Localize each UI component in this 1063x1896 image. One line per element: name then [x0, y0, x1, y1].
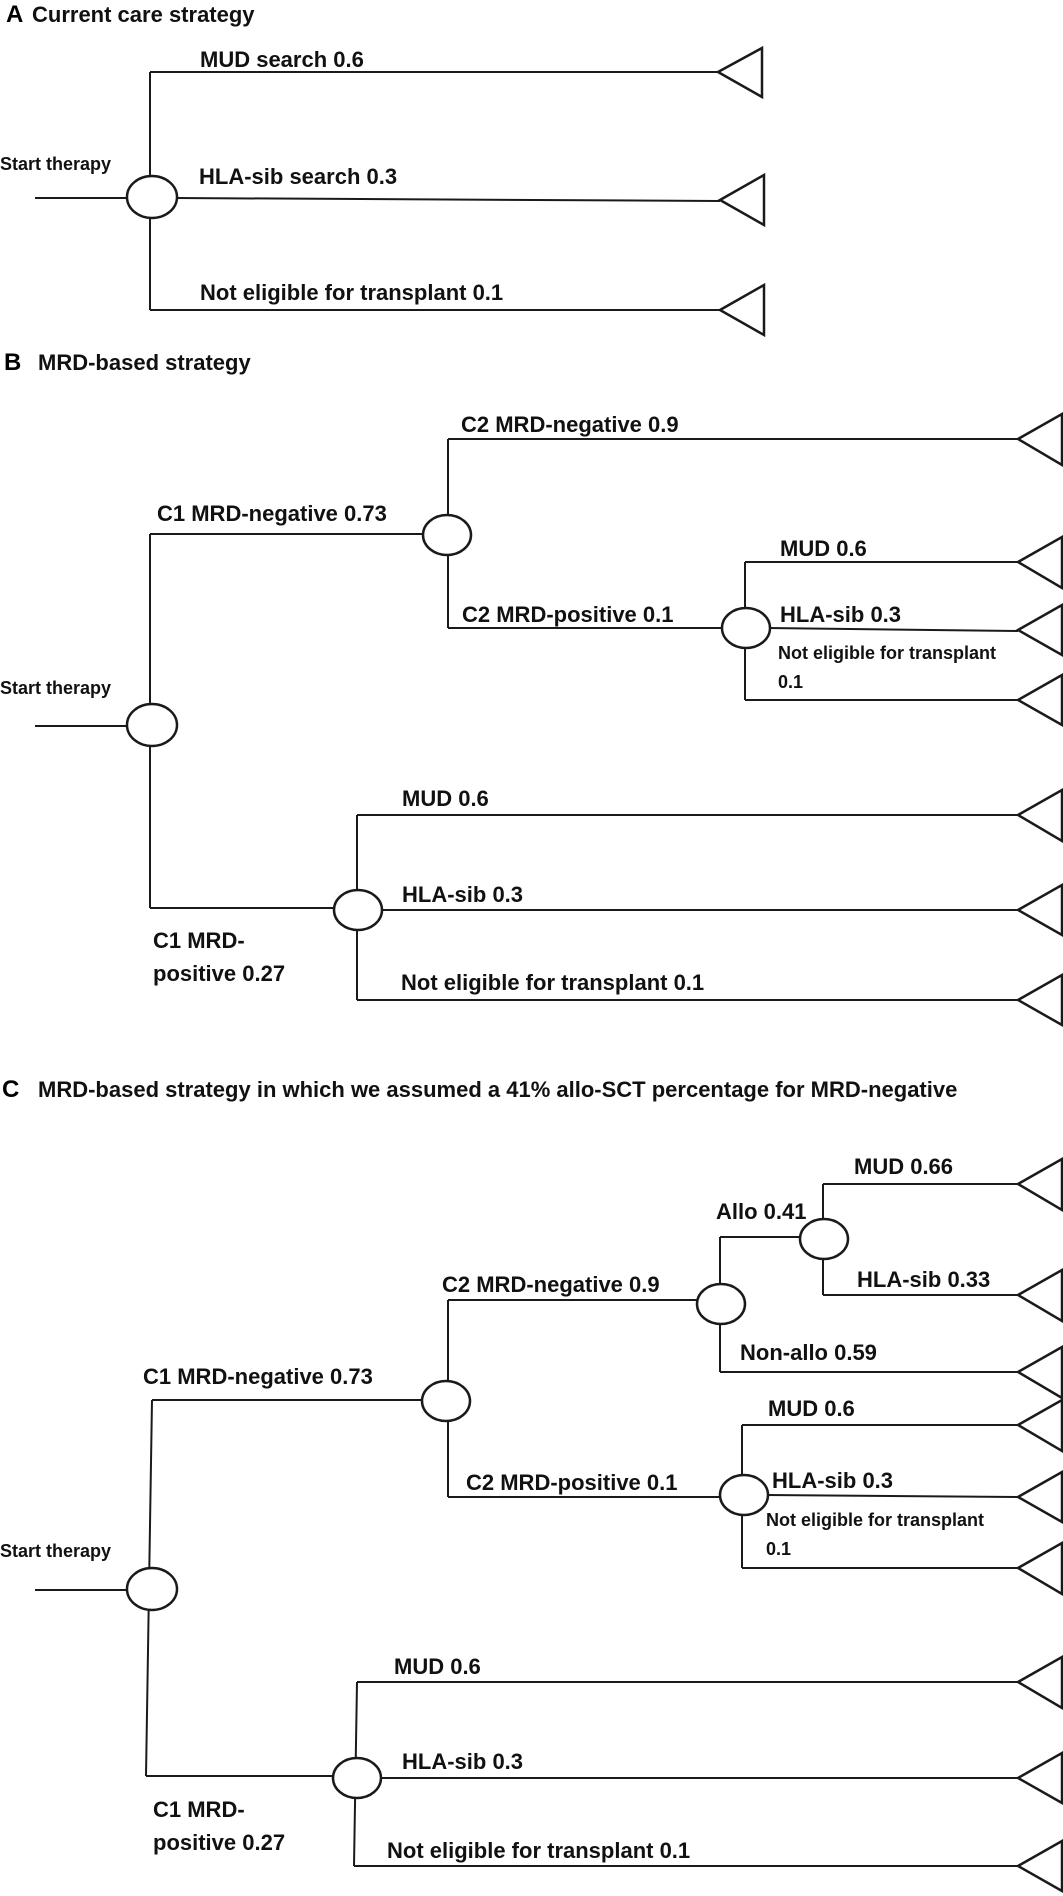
panel-c-terminal-c1pos-mud: [1015, 1654, 1063, 1711]
panel-c-nonallo-label: Non-allo 0.59: [740, 1340, 877, 1365]
panel-c-root-node: [125, 1566, 179, 1612]
panel-b-c2pos-hla-edge: [767, 627, 1019, 632]
panel-b: B MRD-based strategy Start therapy: [0, 349, 1063, 1028]
panel-c-terminal-allo-hla: [1015, 1267, 1063, 1324]
panel-c-allo-mud-label: MUD 0.66: [854, 1154, 953, 1179]
panel-c-c2pos-mud-label: MUD 0.6: [768, 1396, 855, 1421]
panel-a-mud-label: MUD search 0.6: [200, 47, 364, 72]
panel-b-root-node: [125, 702, 179, 748]
panel-c-c1pos-ne-label: Not eligible for transplant 0.1: [387, 1838, 690, 1863]
panel-c-c1pos-label-line1: C1 MRD-: [153, 1797, 245, 1822]
panel-b-terminal-c1pos-ne: [1015, 972, 1063, 1028]
panel-c-allo-node: [798, 1217, 850, 1261]
panel-c-c2pos-hla-label: HLA-sib 0.3: [772, 1468, 893, 1493]
panel-b-terminal-c2pos-ne: [1015, 672, 1063, 728]
panel-b-c1neg-label: C1 MRD-negative 0.73: [157, 501, 387, 526]
panel-c-c2pos-node: [718, 1473, 770, 1517]
panel-b-c2pos-ne-label-line1: Not eligible for transplant: [778, 643, 996, 663]
panel-c-c1pos-hla-label: HLA-sib 0.3: [402, 1749, 523, 1774]
panel-a-hla-edge: [174, 197, 721, 202]
panel-b-c2pos-ne-label-line2: 0.1: [778, 672, 803, 692]
panel-b-terminal-c2pos-hla: [1015, 602, 1063, 658]
panel-c-letter: C: [2, 1076, 19, 1103]
panel-c-c1pos-label-line2: positive 0.27: [153, 1830, 285, 1855]
panel-c-terminal-c1pos-hla: [1015, 1750, 1063, 1806]
panel-c-allo-hla-label: HLA-sib 0.33: [857, 1267, 990, 1292]
panel-a-terminal-hla: [717, 172, 766, 228]
panel-b-terminal-c2neg: [1015, 411, 1063, 468]
panel-b-title: MRD-based strategy: [38, 350, 251, 375]
panel-c-c1pos-mud-label: MUD 0.6: [394, 1654, 481, 1679]
panel-b-letter: B: [4, 349, 21, 376]
panel-c-c2pos-ne-label-line1: Not eligible for transplant: [766, 1510, 984, 1530]
panel-b-terminal-c1pos-hla: [1015, 882, 1063, 938]
panel-b-c1pos-hla-label: HLA-sib 0.3: [402, 882, 523, 907]
panel-c-allo-label: Allo 0.41: [716, 1199, 806, 1224]
panel-c-c1neg-node: [420, 1379, 472, 1423]
panel-b-c2pos-label: C2 MRD-positive 0.1: [462, 602, 674, 627]
panel-c-c1pos-node: [331, 1756, 383, 1800]
panel-c-terminal-c2pos-ne: [1015, 1540, 1063, 1597]
panel-c: C MRD-based strategy in which we assumed…: [0, 1076, 1063, 1894]
panel-c-terminal-nonallo: [1015, 1344, 1063, 1401]
panel-b-c1pos-node: [332, 888, 384, 932]
panel-b-c2neg-label: C2 MRD-negative 0.9: [461, 412, 679, 437]
panel-b-c2pos-mud-label: MUD 0.6: [780, 536, 867, 561]
panel-b-c1pos-label-line2: positive 0.27: [153, 961, 285, 986]
panel-a-hla-label: HLA-sib search 0.3: [199, 164, 397, 189]
panel-b-c2pos-node: [720, 606, 772, 650]
panel-b-c1pos-mud-label: MUD 0.6: [402, 786, 489, 811]
panel-c-terminal-c2pos-hla: [1015, 1469, 1063, 1525]
panel-a: A Current care strategy Start therapy MU…: [0, 1, 766, 338]
panel-c-terminal-allo-mud: [1015, 1156, 1063, 1213]
panel-c-c1neg-label: C1 MRD-negative 0.73: [143, 1364, 373, 1389]
panel-c-c2pos-ne-label-line2: 0.1: [766, 1539, 791, 1559]
panel-c-c2neg-node: [695, 1282, 747, 1326]
panel-b-c1neg-node: [421, 513, 473, 557]
panel-c-start-label: Start therapy: [0, 1541, 111, 1561]
panel-c-c2pos-hla-edge: [765, 1494, 1019, 1498]
panel-a-letter: A: [6, 1, 23, 28]
panel-b-c1pos-label-line1: C1 MRD-: [153, 928, 245, 953]
panel-a-terminal-ne: [717, 282, 766, 338]
panel-c-c2pos-label: C2 MRD-positive 0.1: [466, 1470, 678, 1495]
panel-c-title: MRD-based strategy in which we assumed a…: [38, 1077, 957, 1102]
panel-a-terminal-mud: [715, 45, 764, 100]
panel-b-c2pos-hla-label: HLA-sib 0.3: [780, 602, 901, 627]
panel-a-chance-node: [125, 174, 179, 220]
panel-b-start-label: Start therapy: [0, 678, 111, 698]
panel-b-c1pos-ne-label: Not eligible for transplant 0.1: [401, 970, 704, 995]
panel-c-c2neg-label: C2 MRD-negative 0.9: [442, 1272, 660, 1297]
panel-c-terminal-c2pos-mud: [1015, 1397, 1063, 1454]
panel-c-terminal-c1pos-ne: [1015, 1838, 1063, 1894]
panel-a-start-label: Start therapy: [0, 154, 111, 174]
panel-b-terminal-c1pos-mud: [1015, 787, 1063, 844]
panel-a-ne-label: Not eligible for transplant 0.1: [200, 280, 503, 305]
panel-a-title: Current care strategy: [32, 2, 255, 27]
panel-b-terminal-c2pos-mud: [1015, 534, 1063, 591]
